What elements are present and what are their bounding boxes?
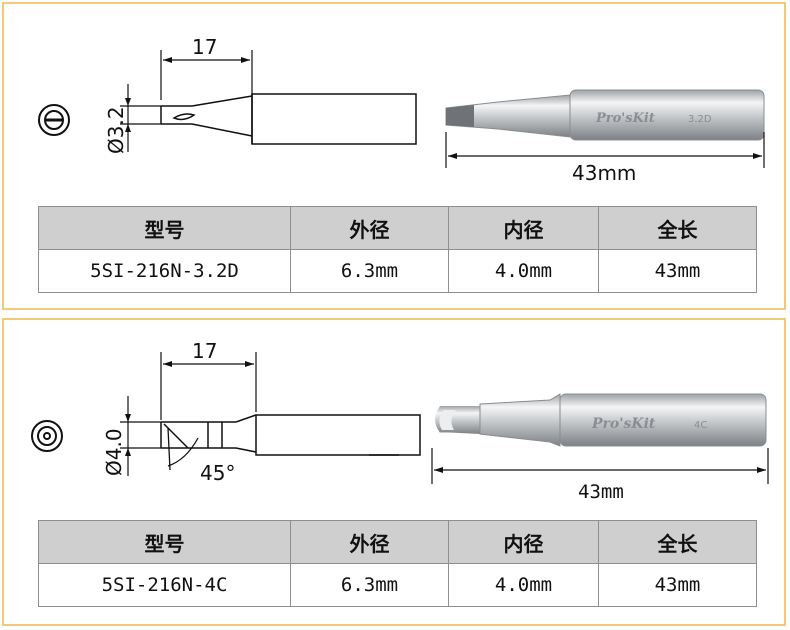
cell-outer-diameter: 6.3mm [290,249,449,293]
angle-label: 45° [200,461,235,485]
table-row: 5SI-216N-3.2D 6.3mm 4.0mm 43mm [38,249,757,293]
cell-outer-diameter: 6.3mm [290,563,449,607]
total-length-label: 43mm [572,161,636,185]
spec-table: 型号 外径 内径 全长 5SI-216N-4C 6.3mm 4.0mm 43mm [38,520,757,607]
length-dim-label: 17 [192,35,217,59]
header-model: 型号 [38,206,291,250]
cell-model: 5SI-216N-3.2D [38,249,291,293]
tip-section-icon [38,104,70,136]
diameter-label: Ø3.2 [104,106,128,154]
tip-outline: 45° [160,414,421,485]
diameter-dimension: Ø3.2 [104,84,161,154]
tip-diagram: 17 Ø4.0 45° [31,339,769,503]
tip-panel-4c: 17 Ø4.0 45° [2,318,786,626]
header-inner-diameter: 内径 [448,520,599,564]
cell-inner-diameter: 4.0mm [448,563,599,607]
total-length-dimension: 43mm [445,132,765,185]
tip-photo: Pro'sKit 3.2D [445,89,765,141]
tip-outline [160,93,417,145]
brand-engraving: Pro'sKit [595,111,655,126]
cell-inner-diameter: 4.0mm [448,249,599,293]
header-model: 型号 [38,520,291,564]
table-row: 5SI-216N-4C 6.3mm 4.0mm 43mm [38,563,757,607]
header-outer-diameter: 外径 [290,520,449,564]
tip-photo: Pro'sKit 4C [435,393,767,447]
cell-model: 5SI-216N-4C [38,563,291,607]
spec-table: 型号 外径 内径 全长 5SI-216N-3.2D 6.3mm 4.0mm 43… [38,206,757,293]
tip-code-engraving: 4C [694,420,707,431]
cell-total-length: 43mm [598,563,757,607]
tip-section-icon [31,420,63,452]
total-length-dimension: 43mm [431,448,769,503]
cell-total-length: 43mm [598,249,757,293]
length-dimension: 17 [160,35,253,100]
total-length-label: 43mm [578,481,624,503]
brand-engraving: Pro'sKit [591,416,656,432]
length-dimension: 17 [160,339,257,420]
table-header-row: 型号 外径 内径 全长 [38,206,757,250]
header-total-length: 全长 [598,520,757,564]
tip-panel-3-2d: 17 Ø3.2 Pro'sKit 3.2D [2,2,786,310]
tip-diagram: 17 Ø3.2 Pro'sKit 3.2D [38,35,765,185]
header-outer-diameter: 外径 [290,206,449,250]
header-total-length: 全长 [598,206,757,250]
diameter-label: Ø4.0 [102,428,126,476]
length-dim-label: 17 [192,339,217,363]
header-inner-diameter: 内径 [448,206,599,250]
table-header-row: 型号 外径 内径 全长 [38,520,757,564]
diameter-dimension: Ø4.0 [102,396,161,476]
tip-code-engraving: 3.2D [688,114,712,125]
